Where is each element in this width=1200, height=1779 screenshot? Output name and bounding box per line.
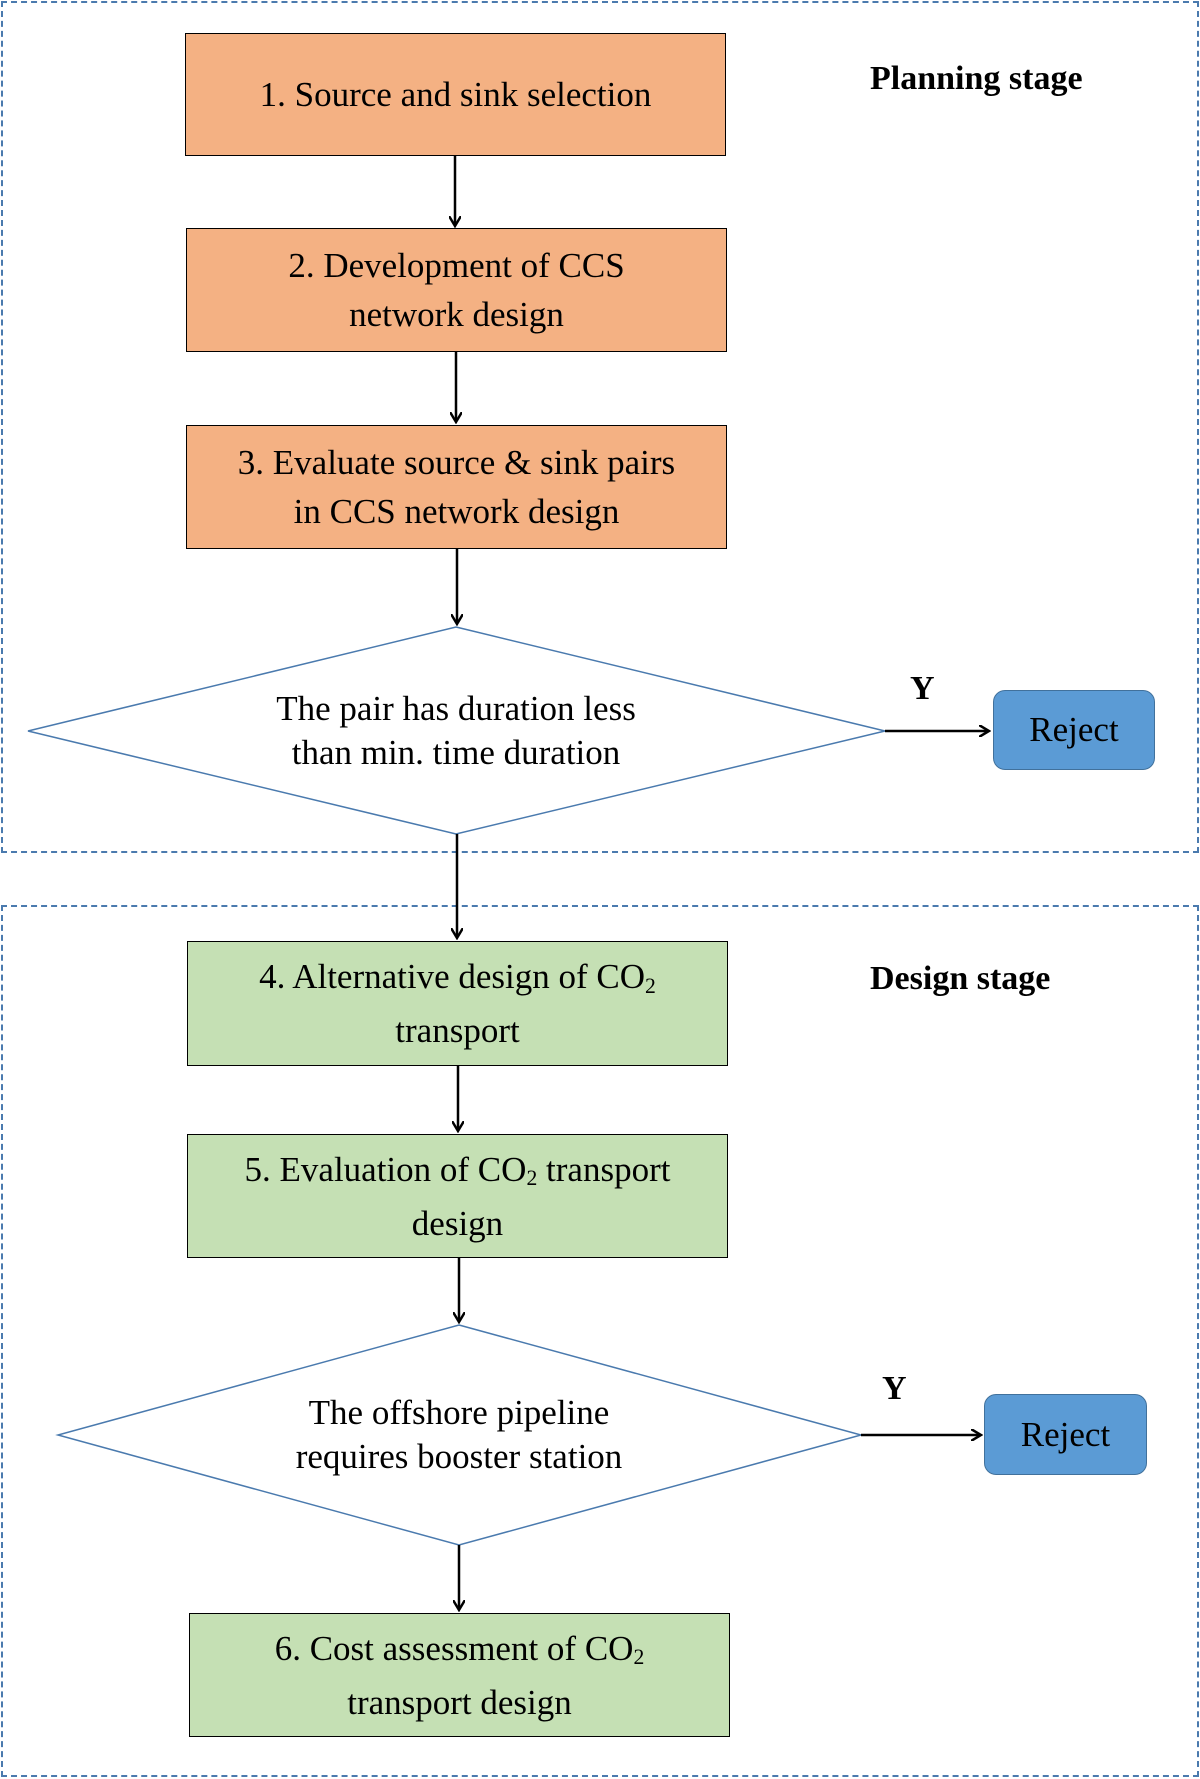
step2-box: 2. Development of CCS network design [186,228,727,352]
step6-text-line1: 6. Cost assessment of CO2 [274,1628,645,1670]
duration-decision-line2: than min. time duration [291,733,621,772]
planning-stage-frame [1,1,1199,853]
step3-text-line2: in CCS network design [293,492,620,531]
planning-yes-label: Y [910,670,935,707]
duration-decision-text: The pair has duration less than min. tim… [206,676,706,786]
booster-decision-line2: requires booster station [295,1437,623,1476]
booster-decision-line1: The offshore pipeline [308,1393,610,1432]
duration-decision-line1: The pair has duration less [276,689,636,728]
booster-decision-text: The offshore pipeline requires booster s… [209,1380,709,1490]
design-yes-label: Y [882,1370,907,1407]
step4-text-line1: 4. Alternative design of CO2 [259,957,656,998]
design-stage-frame [1,905,1199,1777]
step2-text-line2: network design [349,295,564,334]
step5-box: 5. Evaluation of CO2 transport design [187,1134,728,1258]
step2-text-line1: 2. Development of CCS [288,246,625,285]
step4-text-line2: transport [395,1011,520,1050]
step6-box: 6. Cost assessment of CO2 transport desi… [189,1613,730,1737]
step6-text-line2: transport design [347,1682,572,1722]
design-stage-label: Design stage [870,960,1051,997]
planning-reject-box: Reject [993,690,1155,770]
step3-box: 3. Evaluate source & sink pairs in CCS n… [186,425,727,549]
design-reject-box: Reject [984,1394,1147,1475]
step3-text-line1: 3. Evaluate source & sink pairs [237,443,676,482]
step1-box: 1. Source and sink selection [185,33,726,156]
step4-box: 4. Alternative design of CO2 transport [187,941,728,1066]
step5-text-line1: 5. Evaluation of CO2 transport [244,1149,671,1191]
planning-reject-label: Reject [1029,710,1119,749]
design-reject-label: Reject [1020,1414,1111,1454]
planning-stage-label: Planning stage [870,60,1083,97]
step5-text-line2: design [411,1203,504,1243]
step1-text: 1. Source and sink selection [259,75,652,114]
